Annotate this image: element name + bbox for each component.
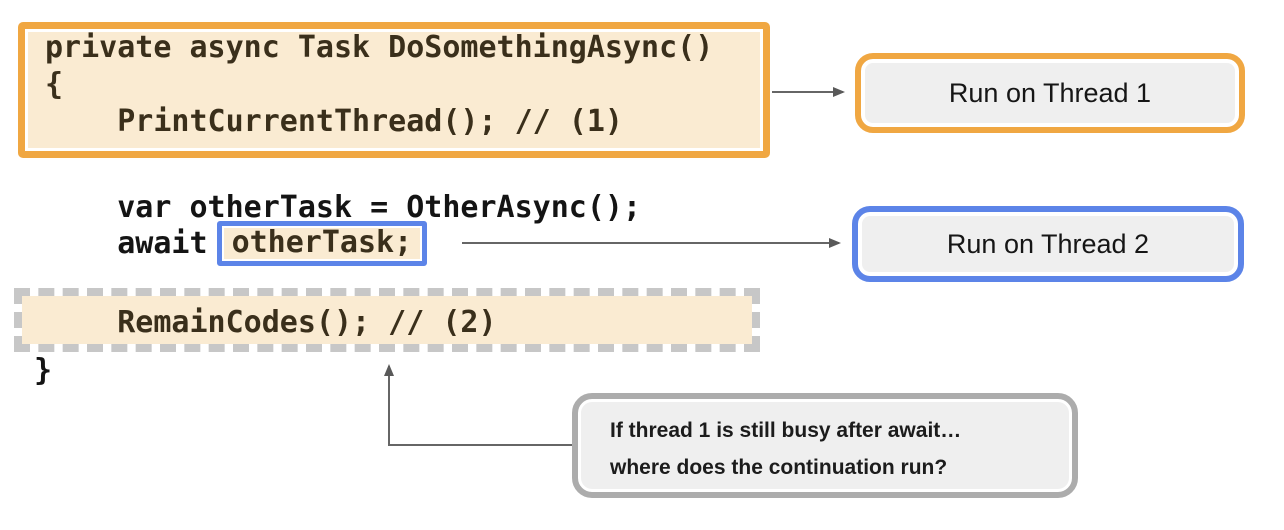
await-othertask-highlight-box: otherTask; [216, 221, 428, 266]
method-code-lines: private async Task DoSomethingAsync() { … [45, 29, 713, 140]
continuation-question-callout: If thread 1 is still busy after await… w… [572, 393, 1078, 498]
run-on-thread1-label: Run on Thread 1 [948, 77, 1152, 108]
run-on-thread1-box: Run on Thread 1 [855, 53, 1245, 133]
code-line-print-current-thread: PrintCurrentThread(); // (1) [45, 104, 623, 139]
callout-line1: If thread 1 is still busy after await… [610, 419, 962, 442]
code-line-var-othertask: var otherTask = OtherAsync(); [45, 190, 642, 225]
code-line-signature: private async Task DoSomethingAsync() [45, 30, 714, 65]
arrow-callout-to-continuation [384, 364, 572, 446]
await-keyword: await [45, 226, 208, 261]
method-code-box [18, 22, 770, 158]
continuation-dashed-box [14, 288, 760, 352]
run-on-thread2-box: Run on Thread 2 [852, 206, 1244, 282]
callout-line2: where does the continuation run? [610, 456, 948, 479]
code-line-await: await otherTask; [45, 221, 428, 266]
code-line-close-brace: } [34, 353, 53, 388]
code-line-open-brace: { [45, 67, 64, 102]
code-line-remain-codes: RemainCodes(); // (2) [45, 305, 497, 340]
run-on-thread2-label: Run on Thread 2 [946, 228, 1150, 259]
